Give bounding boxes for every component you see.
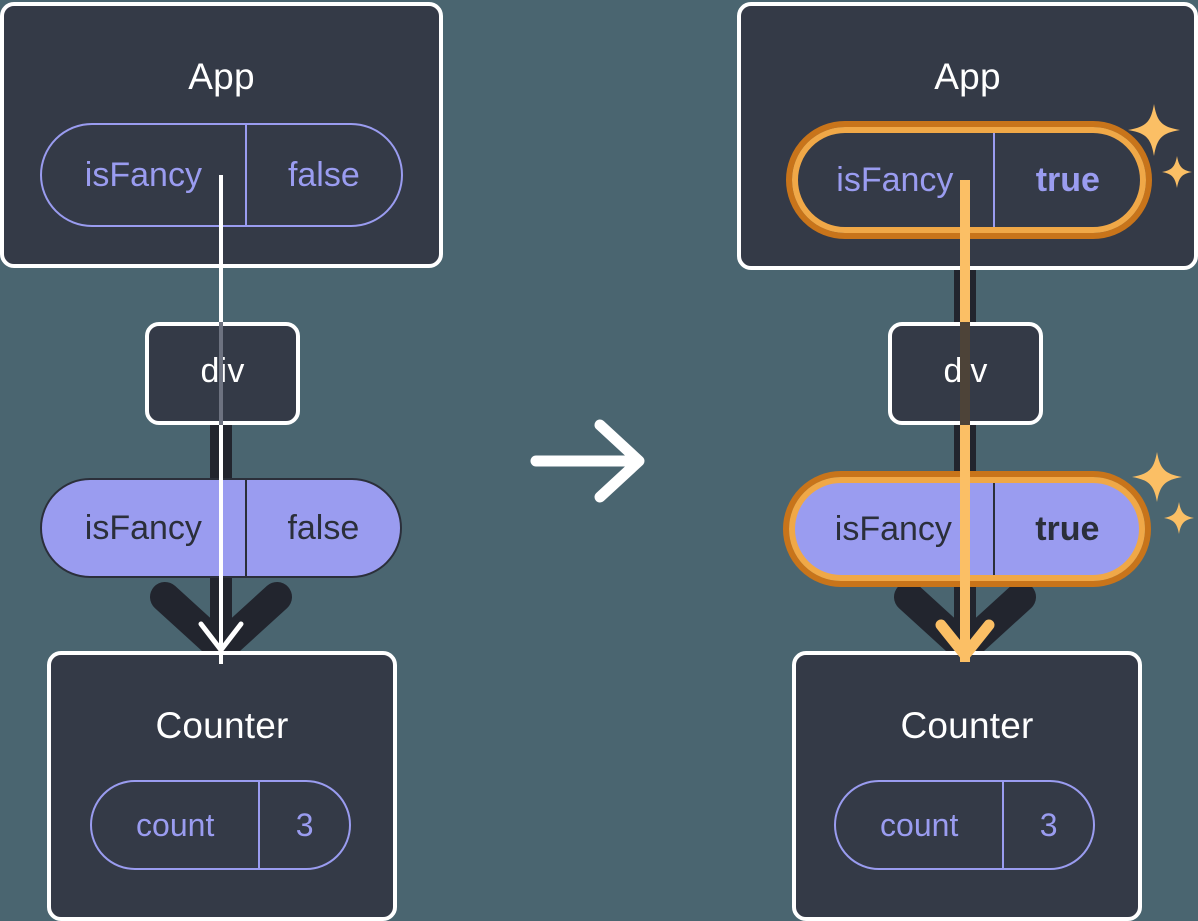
- sparkle-icon-app-after: [1128, 104, 1192, 188]
- app-state-pill-key-after: isFancy: [797, 132, 995, 228]
- app-title-after: App: [934, 56, 1001, 97]
- counter-state-pill-value-after: 3: [1039, 806, 1058, 843]
- app-title-before: App: [188, 56, 255, 97]
- div-title-before: div: [200, 352, 245, 390]
- prop-pill-key-before: isFancy: [42, 480, 247, 576]
- counter-component-box-before: Counter: [47, 651, 397, 921]
- div-title-after: div: [943, 352, 988, 390]
- app-state-pill-value-after: true: [1035, 160, 1100, 199]
- prop-pill-before[interactable]: isFancy false: [40, 478, 402, 578]
- prop-pill-after[interactable]: isFancy true: [792, 480, 1142, 578]
- counter-title-before: Counter: [155, 705, 289, 746]
- prop-pill-value-before: false: [287, 508, 360, 547]
- app-state-pill-key-before: isFancy: [42, 125, 247, 225]
- app-state-pill-value-before: false: [287, 155, 360, 194]
- div-element-box-after: div: [888, 322, 1043, 425]
- div-element-box-before: div: [145, 322, 300, 425]
- sparkle-icon-prop-after: [1132, 452, 1194, 534]
- counter-state-pill-key-after: count: [836, 782, 1005, 868]
- left-dark-arrow-stem: [210, 565, 232, 655]
- app-state-pill-after[interactable]: isFancy true: [795, 130, 1143, 230]
- counter-state-pill-after[interactable]: count 3: [834, 780, 1095, 870]
- counter-title-after: Counter: [900, 705, 1034, 746]
- right-dark-arrow-stem: [954, 565, 976, 655]
- counter-state-pill-key-before: count: [92, 782, 261, 868]
- app-state-pill-before[interactable]: isFancy false: [40, 123, 403, 227]
- counter-state-pill-before[interactable]: count 3: [90, 780, 351, 870]
- prop-pill-key-after: isFancy: [794, 482, 995, 576]
- counter-state-pill-value-before: 3: [295, 806, 314, 843]
- prop-pill-value-after: true: [1035, 509, 1100, 548]
